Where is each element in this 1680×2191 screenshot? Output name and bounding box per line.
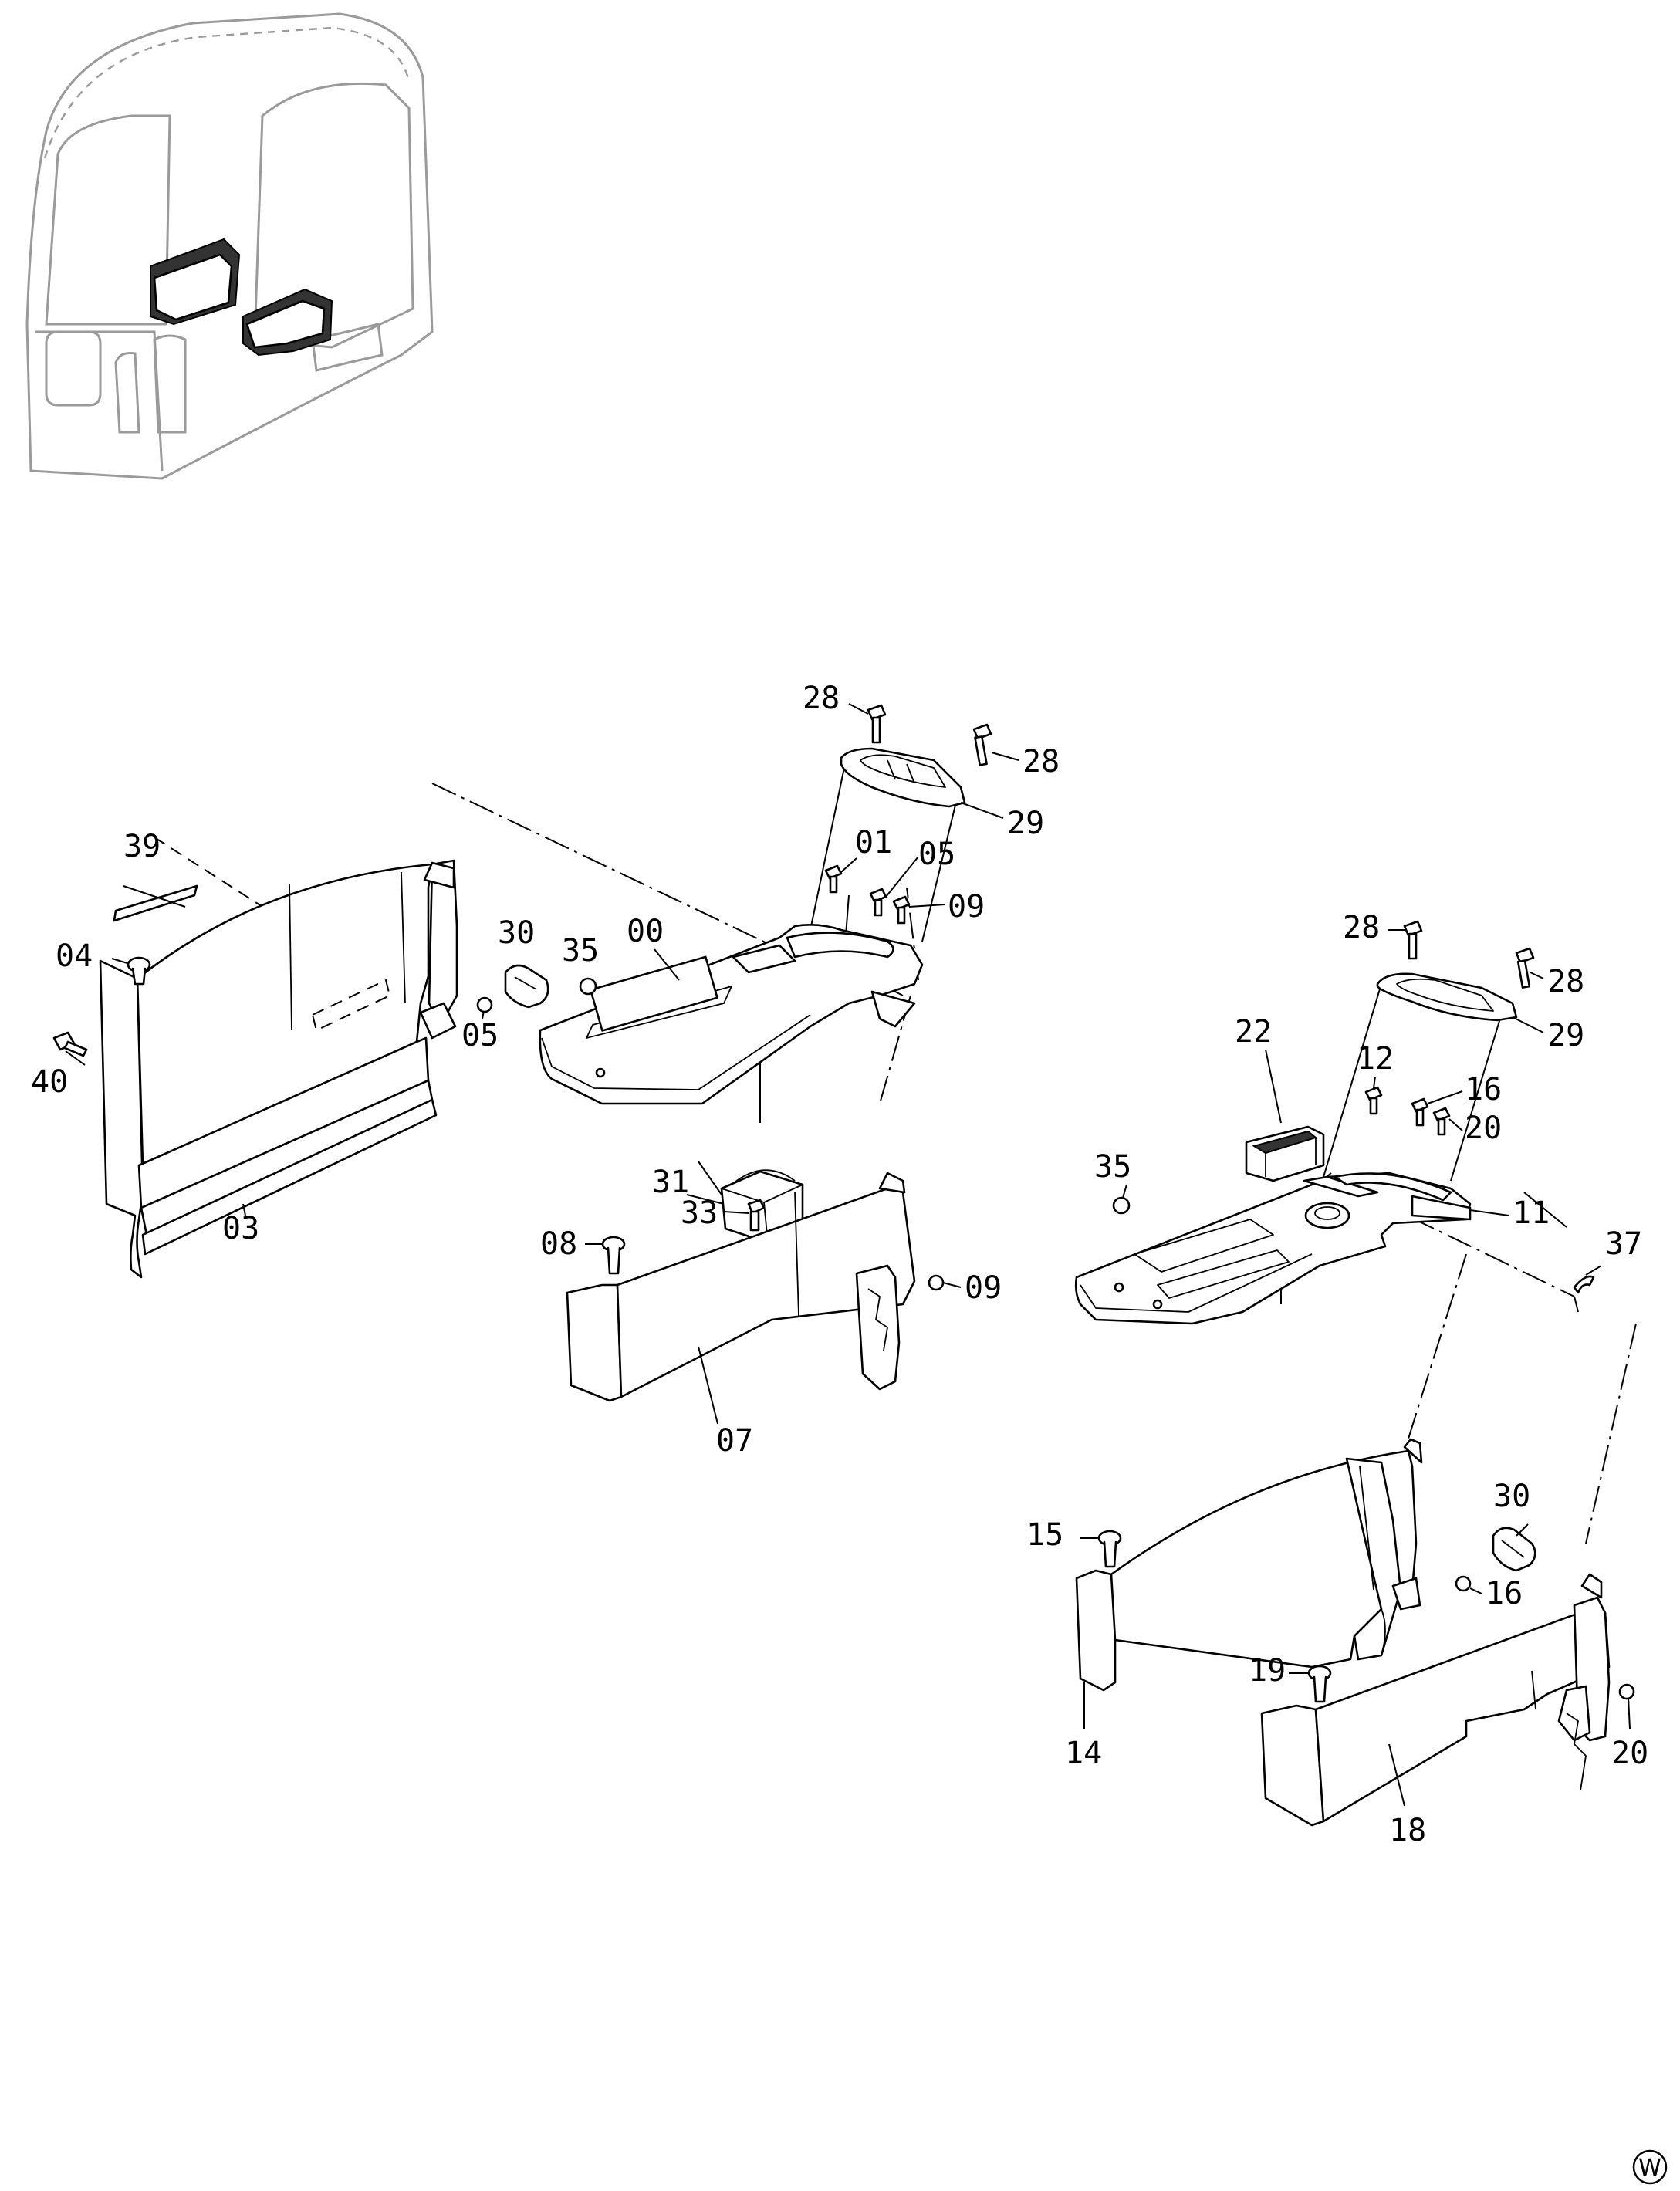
part-12-screw (1364, 1086, 1383, 1115)
part-35-clip-left (579, 977, 597, 996)
corner-mark-letter: W (1638, 2155, 1661, 2182)
part-15-clip (1097, 1530, 1122, 1568)
label-20-lower: 20 (1611, 1736, 1648, 1771)
part-35-clip-right (1112, 1196, 1131, 1215)
label-12: 12 (1357, 1041, 1394, 1077)
label-39: 39 (123, 829, 161, 864)
label-28-right-a: 28 (1343, 910, 1380, 945)
part-40-bolt (52, 1031, 88, 1057)
part-28-bolt-top-right (972, 723, 992, 766)
label-05-upper: 05 (918, 837, 955, 872)
part-01-screw (824, 864, 843, 894)
label-19: 19 (1249, 1653, 1286, 1689)
part-05-screw-upper (869, 888, 887, 917)
callout-labels: 28 28 29 01 05 09 00 35 30 39 04 40 05 0… (31, 681, 1648, 1848)
part-22-switch-panel (1245, 1125, 1325, 1182)
label-28-top-left: 28 (803, 681, 840, 716)
label-leaders (65, 703, 1631, 1807)
part-18-lower-cover (1260, 1573, 1611, 1827)
label-37: 37 (1605, 1226, 1642, 1262)
part-30-grommet (504, 964, 549, 1009)
label-00: 00 (627, 914, 664, 949)
part-09-screw-upper (892, 895, 911, 925)
label-03: 03 (222, 1211, 259, 1246)
part-09-nut-lower (928, 1274, 945, 1291)
part-14-side-cover (1075, 1438, 1423, 1692)
part-08-clip (601, 1236, 626, 1275)
label-28-top-right: 28 (1023, 744, 1060, 779)
part-29-upper-plate-right (1376, 972, 1518, 1022)
label-40: 40 (31, 1064, 68, 1100)
label-33: 33 (681, 1195, 718, 1231)
part-28-bolt-right-b (1515, 947, 1535, 989)
part-28-bolt-top-left (867, 704, 887, 744)
label-15: 15 (1026, 1517, 1063, 1553)
part-33-screw (747, 1199, 766, 1232)
label-35-left: 35 (562, 933, 599, 969)
label-16-lower: 16 (1486, 1576, 1523, 1611)
corner-mark: W (1632, 2149, 1668, 2185)
label-30-right: 30 (1493, 1479, 1530, 1514)
label-28-right-b: 28 (1547, 964, 1584, 999)
label-29-left: 29 (1007, 806, 1044, 841)
part-37-wire-clip (1573, 1275, 1595, 1294)
label-14: 14 (1065, 1736, 1102, 1771)
label-18: 18 (1389, 1813, 1426, 1848)
part-19-clip (1307, 1665, 1332, 1703)
part-07-lower-cover (566, 1172, 916, 1402)
part-11-console-right (1074, 1172, 1472, 1325)
label-30-left: 30 (498, 915, 535, 951)
label-35-right: 35 (1094, 1149, 1131, 1185)
label-04: 04 (56, 938, 93, 974)
label-09-lower: 09 (965, 1270, 1002, 1306)
part-39-label-plate (113, 884, 198, 922)
label-11: 11 (1513, 1195, 1550, 1231)
part-00-console (539, 924, 924, 1105)
part-04-clip (127, 956, 151, 986)
label-05-lower: 05 (461, 1018, 499, 1053)
label-01: 01 (855, 825, 892, 861)
label-16-upper: 16 (1465, 1072, 1502, 1107)
label-20-upper: 20 (1465, 1111, 1502, 1146)
part-16-nut-lower (1455, 1575, 1472, 1592)
cab-locator-illustration (25, 12, 434, 480)
part-03-left-cover (99, 859, 458, 1279)
part-05-nut (476, 996, 493, 1013)
label-22: 22 (1235, 1014, 1272, 1050)
part-28-bolt-right-a (1403, 920, 1423, 960)
label-29-right: 29 (1547, 1018, 1584, 1053)
part-29-upper-plate-left (840, 747, 966, 808)
part-20-screw-upper (1432, 1107, 1451, 1136)
part-16-screw-upper (1411, 1097, 1429, 1127)
label-09-upper: 09 (948, 889, 985, 925)
label-07: 07 (716, 1423, 753, 1459)
label-08: 08 (540, 1226, 577, 1262)
label-31: 31 (652, 1165, 689, 1200)
part-20-nut-lower (1618, 1683, 1635, 1700)
part-30-grommet-right (1492, 1527, 1536, 1572)
